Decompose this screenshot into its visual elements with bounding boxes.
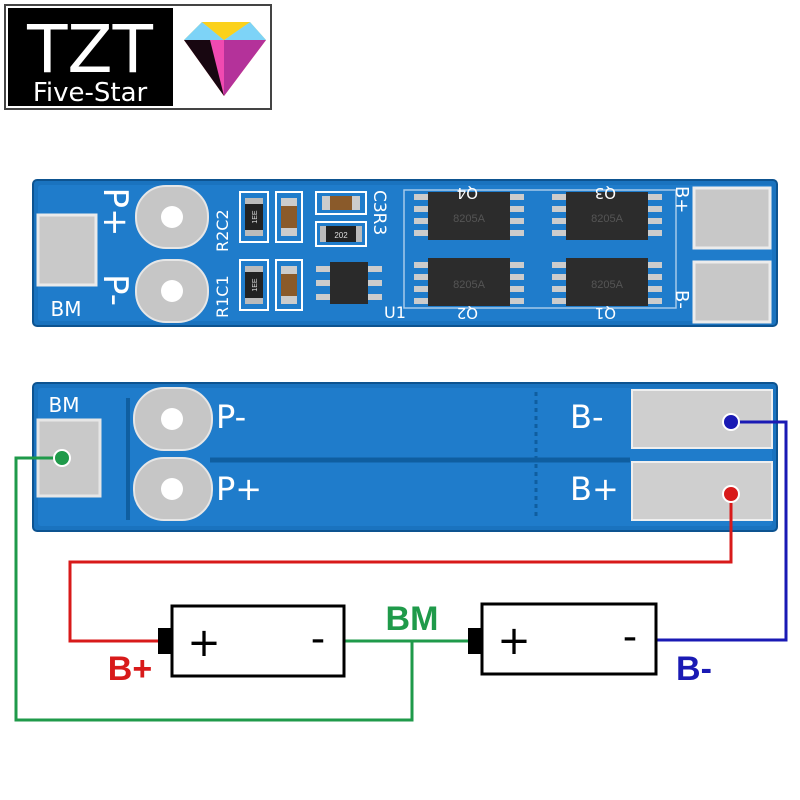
chip-mark-q2: 8205A (453, 279, 485, 291)
chip-mark-q3: 8205A (591, 213, 623, 225)
resistor-r1: 1EE (239, 259, 269, 311)
silk-bm-top: BM (51, 297, 82, 321)
silk-r2c2: R2C2 (213, 209, 232, 252)
silk-r1c1: R1C1 (213, 275, 232, 318)
label-b-minus: B- (676, 650, 712, 688)
pcb-top-view: BM P+ P- R2C2 R1C1 1EE (32, 179, 778, 327)
ic-u1 (316, 262, 382, 304)
silk-p-minus-bottom: P- (216, 398, 246, 436)
wire-bm-pad (14, 456, 414, 722)
logo-brand-text: TZT (26, 11, 154, 88)
silk-u1: U1 (384, 303, 406, 322)
brand-logo: TZT Five-Star (4, 4, 272, 110)
pad-p-minus-bottom (133, 387, 213, 451)
silk-p-minus-top: P- (95, 274, 135, 306)
battery-cell-2: + - (468, 602, 658, 676)
resistor-r2: 1EE (239, 191, 269, 243)
silk-q1: Q1 (595, 304, 616, 322)
cell-1-minus: - (311, 616, 325, 662)
pad-b-plus-top (692, 186, 772, 250)
capacitor-c2 (275, 191, 303, 243)
label-bm: BM (386, 600, 439, 638)
wire-b-plus (68, 494, 733, 643)
capacitor-c1 (275, 259, 303, 311)
mosfet-q2: 8205A (414, 258, 524, 306)
silk-b-minus-top: B- (671, 290, 692, 309)
silk-q3: Q3 (595, 184, 616, 202)
silk-c3r3: C3R3 (369, 190, 389, 235)
chip-mark-q1: 8205A (591, 279, 623, 291)
silk-b-plus-bottom: B+ (570, 470, 619, 508)
pad-b-minus-bottom (631, 389, 773, 449)
silk-bm-bottom: BM (49, 393, 80, 417)
wire-b-minus (656, 420, 788, 642)
chip-mark-q4: 8205A (453, 213, 485, 225)
pcb-bottom-view: BM P- P+ B- B+ (32, 382, 778, 532)
mosfet-q1: 8205A (552, 258, 662, 306)
pad-b-plus-bottom (631, 461, 773, 521)
pad-bm-top (36, 213, 98, 287)
dot-b-minus (722, 413, 740, 431)
pad-b-minus-top (692, 260, 772, 324)
silk-p-plus-bottom: P+ (216, 470, 262, 508)
pad-p-minus-top (135, 259, 209, 323)
chip-mark-r2: 1EE (252, 210, 259, 224)
battery-cell-1: + - (158, 604, 346, 678)
silk-b-minus-bottom: B- (570, 398, 604, 436)
cell-2-plus: + (497, 618, 531, 664)
resistor-r3: 202 (315, 221, 367, 247)
chip-mark-r3: 202 (334, 231, 348, 240)
wires (14, 413, 788, 722)
silk-b-plus-top: B+ (671, 186, 692, 213)
mosfet-q3: 8205A (552, 192, 662, 240)
dot-b-plus (722, 485, 740, 503)
capacitor-c3 (315, 191, 367, 215)
label-b-plus: B+ (108, 650, 152, 688)
silk-q2: Q2 (457, 304, 478, 322)
cell-1-plus: + (187, 620, 221, 666)
pad-p-plus-bottom (133, 457, 213, 521)
diamond-icon (184, 22, 266, 96)
silk-q4: Q4 (457, 184, 478, 202)
mosfet-q4: 8205A (414, 192, 524, 240)
pad-p-plus-top (135, 185, 209, 249)
cell-2-minus: - (623, 614, 637, 660)
dot-bm (53, 449, 71, 467)
silk-p-plus-top: P+ (95, 188, 135, 237)
logo-tagline-text: Five-Star (33, 78, 148, 108)
chip-mark-r1: 1EE (252, 278, 259, 292)
